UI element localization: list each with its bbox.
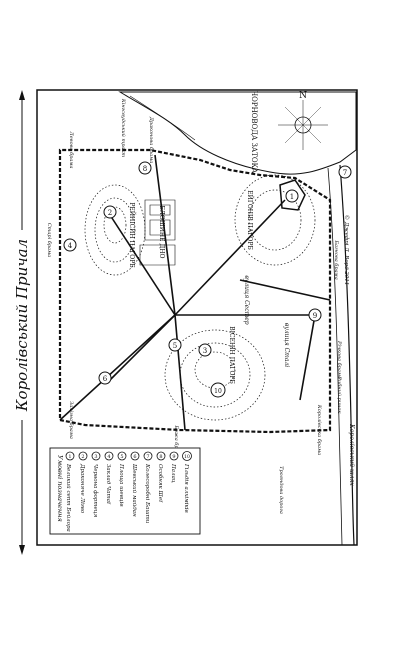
legend-title: Умовні позначення bbox=[56, 455, 64, 522]
svg-text:6: 6 bbox=[133, 454, 136, 460]
svg-text:3: 3 bbox=[203, 347, 207, 355]
legend-item-6: 6 Шевський майдан bbox=[130, 451, 140, 517]
svg-text:5: 5 bbox=[173, 342, 177, 350]
gate-label-7: Божа брама bbox=[173, 424, 180, 458]
marker-pig-alley: 8 bbox=[138, 161, 152, 175]
marker-guildhall: 10 bbox=[210, 382, 226, 398]
legend-item-4: 4 Заклад Чатаї bbox=[104, 451, 114, 505]
svg-text:10: 10 bbox=[214, 388, 222, 395]
gate-labels: Старі брама Драконова брама Королівська … bbox=[46, 116, 343, 459]
legend: Умовні позначення 1 Великий септ Бейлора… bbox=[49, 447, 201, 535]
marker-sept-baelor: 2 bbox=[103, 205, 117, 219]
svg-text:9: 9 bbox=[313, 312, 317, 320]
legend-item-label: Драконяче Лігво bbox=[79, 463, 85, 514]
marker-seven-shrines: 4 bbox=[63, 238, 77, 252]
svg-text:4: 4 bbox=[107, 454, 110, 460]
aegon-hill-label: ЕЙГОНІВ ПАГОРБ bbox=[246, 190, 254, 250]
map-frame bbox=[36, 89, 358, 546]
gate-label-2: Драконова брама bbox=[148, 116, 155, 163]
svg-text:6: 6 bbox=[103, 375, 108, 383]
fish-market-label: Рибний ринок bbox=[336, 376, 343, 414]
svg-text:8: 8 bbox=[159, 454, 162, 460]
legend-item-1: 1 Великий септ Бейлора bbox=[65, 451, 75, 532]
svg-text:1: 1 bbox=[68, 454, 71, 460]
streets bbox=[59, 154, 331, 431]
legend-item-label: Великий септ Бейлора bbox=[65, 463, 71, 532]
legend-item-5: 5 Площа шевців bbox=[117, 451, 127, 507]
compass-north: N bbox=[299, 91, 307, 101]
visenya-hill-label: ВІСЕНІН ПАГОРБ bbox=[228, 326, 235, 384]
flea-bottom bbox=[139, 199, 176, 266]
blackwater-rush-river bbox=[339, 164, 355, 546]
svg-text:7: 7 bbox=[343, 169, 347, 177]
gate-label-5: Річкова брама bbox=[336, 340, 343, 379]
compass-rose: N bbox=[278, 91, 328, 150]
road-of-steel-label: вулиця Сталі bbox=[283, 323, 290, 367]
svg-text:5: 5 bbox=[120, 454, 123, 460]
legend-item-10: 10 Гільдія алхіміків bbox=[182, 451, 192, 513]
svg-text:7: 7 bbox=[146, 454, 149, 460]
rhaenys-hill bbox=[84, 184, 146, 276]
svg-text:10: 10 bbox=[184, 454, 190, 460]
marker-wall-gate: 9 bbox=[308, 308, 322, 322]
svg-text:8: 8 bbox=[143, 165, 147, 173]
legend-item-label: Особняк Шеї bbox=[157, 464, 164, 503]
aegon-hill bbox=[234, 174, 316, 266]
svg-text:4: 4 bbox=[68, 242, 73, 250]
blackwater-bay: N ЧОРНОВОДА ЗАТОКА bbox=[118, 91, 357, 175]
red-keep bbox=[279, 179, 306, 211]
svg-text:1: 1 bbox=[290, 193, 294, 201]
gate-label-3: Королівська брама bbox=[316, 404, 323, 455]
marker-red-keep: 1 bbox=[285, 189, 299, 203]
legend-item-label: Шевський майдан bbox=[131, 463, 137, 517]
svg-text:2: 2 bbox=[81, 454, 84, 460]
legend-item-9: 9 Палац bbox=[169, 451, 179, 483]
blackwater-bay-label: ЧОРНОВОДА ЗАТОКА bbox=[250, 91, 258, 174]
gate-label-8: Залізна брама bbox=[68, 401, 75, 439]
flea-bottom-label: БЛОШИНЕ ДНО bbox=[158, 206, 165, 259]
legend-item-2: 2 Драконяче Лігво bbox=[78, 451, 88, 514]
kings-road-label: Королівський шлях bbox=[348, 423, 355, 486]
gate-label-6: Багнова брама bbox=[333, 239, 340, 279]
legend-item-8: 8 Особняк Шеї bbox=[156, 451, 166, 503]
svg-text:3: 3 bbox=[94, 454, 97, 460]
legend-item-3: 3 Червона фортеця bbox=[91, 451, 101, 518]
title-rule: Королівський Причал bbox=[13, 90, 31, 555]
rhaenys-hill-label: РЕЙНІСИН ПАГОРБ bbox=[128, 202, 136, 268]
marker-dragonpit: 3 bbox=[198, 343, 212, 357]
marker-gates: 7 bbox=[338, 165, 352, 179]
map-markers: 1 2 3 4 5 6 7 8 9 10 bbox=[63, 161, 352, 398]
legend-item-label: Гільдія алхіміків bbox=[183, 463, 189, 513]
legend-item-label: Заклад Чатаї bbox=[105, 464, 111, 505]
svg-text:2: 2 bbox=[108, 209, 112, 217]
legend-item-label: Площа шевців bbox=[118, 463, 124, 507]
sisters-street-label: вулиця Сестер bbox=[243, 275, 250, 324]
marker-chataya: 5 bbox=[168, 338, 182, 352]
kingswood-road-label: Кінгсвудський тракт bbox=[120, 98, 126, 158]
gate-label-4: Левова брама bbox=[68, 131, 75, 169]
copyright: © Джефрі Л. Ворд 2011 bbox=[343, 215, 350, 286]
legend-item-label: Палац bbox=[170, 463, 176, 483]
legend-box bbox=[49, 447, 201, 535]
city-wall bbox=[58, 148, 332, 434]
marker-cobbler: 6 bbox=[98, 371, 112, 385]
legend-item-label: Колесоробні Башти bbox=[144, 463, 151, 524]
roseroad-label: Трояндова дорога bbox=[278, 466, 284, 514]
gate-label-1: Старі брама bbox=[46, 223, 53, 257]
legend-item-label: Червона фортеця bbox=[92, 464, 99, 518]
svg-text:9: 9 bbox=[172, 454, 175, 460]
map-title: Королівський Причал bbox=[13, 239, 31, 412]
legend-item-7: 7 Колесоробні Башти bbox=[143, 451, 153, 524]
